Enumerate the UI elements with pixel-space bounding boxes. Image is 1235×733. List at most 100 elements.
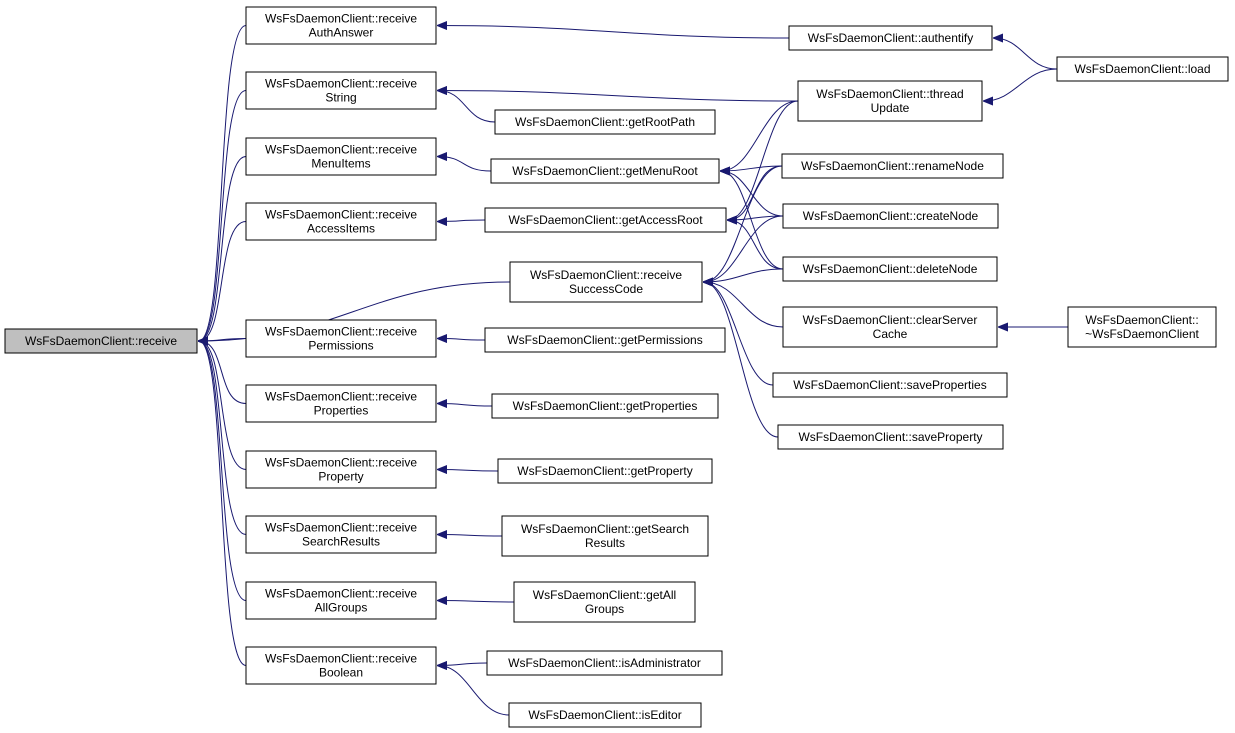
node-label-line: WsFsDaemonClient::saveProperties — [793, 378, 986, 392]
node-destructor[interactable]: WsFsDaemonClient::~WsFsDaemonClient — [1067, 306, 1217, 348]
nodes: WsFsDaemonClient::receiveWsFsDaemonClien… — [4, 6, 1229, 728]
node-box — [1056, 56, 1229, 82]
node-box — [4, 328, 198, 354]
node-box — [245, 137, 437, 176]
node-receive[interactable]: WsFsDaemonClient::receive — [4, 328, 198, 354]
node-label-line: WsFsDaemonClient::getPermissions — [507, 333, 702, 347]
node-box — [245, 6, 437, 45]
edge-deleteNode-to-getMenuRoot — [721, 171, 784, 270]
node-box — [245, 202, 437, 241]
node-authentify[interactable]: WsFsDaemonClient::authentify — [788, 25, 993, 51]
node-label-line: WsFsDaemonClient::getProperty — [517, 464, 692, 478]
node-box — [245, 71, 437, 110]
edges — [199, 26, 1068, 716]
edge-saveProperties-to-receiveSuccessCode — [704, 282, 774, 386]
node-box — [1067, 306, 1217, 348]
node-label-line: WsFsDaemonClient::saveProperty — [798, 430, 982, 444]
node-label-line: ~WsFsDaemonClient — [1085, 327, 1199, 341]
edge-threadUpdate-to-getMenuRoot — [721, 100, 799, 171]
node-label-line: WsFsDaemonClient::receive — [25, 334, 177, 348]
node-label-line: WsFsDaemonClient::receive — [265, 652, 417, 666]
node-getMenuRoot[interactable]: WsFsDaemonClient::getMenuRoot — [490, 158, 720, 184]
node-label-line: Cache — [873, 327, 908, 341]
node-label-line: WsFsDaemonClient::receive — [265, 390, 417, 404]
node-createNode[interactable]: WsFsDaemonClient::createNode — [782, 203, 999, 229]
edge-receiveString-to-receive — [199, 90, 247, 342]
edge-threadUpdate-to-getAccessRoot — [728, 100, 799, 220]
node-getProperty[interactable]: WsFsDaemonClient::getProperty — [497, 458, 713, 484]
node-label-line: WsFsDaemonClient::receive — [265, 143, 417, 157]
node-saveProperty[interactable]: WsFsDaemonClient::saveProperty — [777, 424, 1004, 450]
node-saveProperties[interactable]: WsFsDaemonClient::saveProperties — [772, 372, 1008, 398]
node-label-line: WsFsDaemonClient::receive — [530, 268, 682, 282]
node-box — [788, 25, 993, 51]
edge-load-to-threadUpdate — [984, 68, 1058, 101]
node-label-line: WsFsDaemonClient::getAccessRoot — [508, 213, 703, 227]
node-label-line: Update — [871, 101, 910, 115]
node-label-line: Permissions — [308, 339, 373, 353]
node-getRootPath[interactable]: WsFsDaemonClient::getRootPath — [494, 109, 716, 135]
edge-getSearchResults-to-receiveSearchResults — [438, 535, 503, 537]
node-box — [245, 581, 437, 620]
node-box — [245, 646, 437, 685]
node-box — [508, 702, 702, 728]
node-label-line: AuthAnswer — [309, 26, 374, 40]
node-isAdministrator[interactable]: WsFsDaemonClient::isAdministrator — [486, 650, 723, 676]
node-label-line: WsFsDaemonClient::getAll — [533, 588, 676, 602]
node-label-line: WsFsDaemonClient::renameNode — [801, 159, 984, 173]
edge-receiveAllGroups-to-receive — [199, 341, 247, 601]
node-label-line: WsFsDaemonClient::receive — [265, 521, 417, 535]
node-label-line: WsFsDaemonClient::authentify — [808, 31, 973, 45]
node-box — [782, 256, 998, 282]
node-label-line: WsFsDaemonClient::receive — [265, 208, 417, 222]
node-label-line: AllGroups — [315, 601, 368, 615]
node-load[interactable]: WsFsDaemonClient::load — [1056, 56, 1229, 82]
edge-receiveProperty-to-receive — [199, 341, 247, 470]
node-box — [772, 372, 1008, 398]
node-isEditor[interactable]: WsFsDaemonClient::isEditor — [508, 702, 702, 728]
edge-getAccessRoot-to-receiveAccessItems — [438, 220, 486, 222]
node-label-line: AccessItems — [307, 222, 375, 236]
node-getProperties[interactable]: WsFsDaemonClient::getProperties — [491, 393, 719, 419]
node-box — [484, 327, 726, 353]
node-label-line: WsFsDaemonClient::getRootPath — [515, 115, 695, 129]
node-getAccessRoot[interactable]: WsFsDaemonClient::getAccessRoot — [484, 207, 727, 233]
node-label-line: WsFsDaemonClient::getProperties — [513, 399, 698, 413]
node-box — [491, 393, 719, 419]
node-box — [497, 458, 713, 484]
edge-getProperty-to-receiveProperty — [438, 470, 499, 472]
node-label-line: WsFsDaemonClient::getMenuRoot — [512, 164, 698, 178]
edge-getAllGroups-to-receiveAllGroups — [438, 601, 515, 603]
node-label-line: WsFsDaemonClient::isEditor — [528, 708, 681, 722]
node-deleteNode[interactable]: WsFsDaemonClient::deleteNode — [782, 256, 998, 282]
node-label-line: WsFsDaemonClient::receive — [265, 77, 417, 91]
edge-deleteNode-to-getAccessRoot — [728, 220, 784, 270]
edge-deleteNode-to-receiveSuccessCode — [704, 268, 784, 282]
node-getPermissions[interactable]: WsFsDaemonClient::getPermissions — [484, 327, 726, 353]
node-label-line: String — [325, 91, 356, 105]
edge-receiveSearchResults-to-receive — [199, 341, 247, 535]
edge-authentify-to-receiveAuthAnswer — [438, 26, 790, 39]
edge-getMenuRoot-to-receiveMenuItems — [438, 157, 492, 172]
node-box — [782, 203, 999, 229]
edge-getRootPath-to-receiveString — [438, 91, 496, 123]
node-box — [494, 109, 716, 135]
node-box — [245, 450, 437, 489]
node-renameNode[interactable]: WsFsDaemonClient::renameNode — [781, 153, 1004, 179]
